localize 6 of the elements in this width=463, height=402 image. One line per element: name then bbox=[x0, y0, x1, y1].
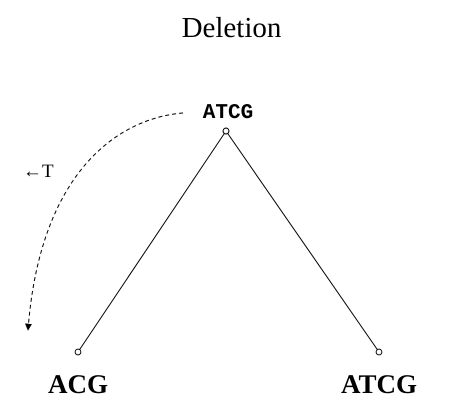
sequence-label: ATCG bbox=[340, 370, 417, 398]
dashed-arrow bbox=[25, 112, 184, 331]
sequence-label: ATCG bbox=[202, 102, 254, 124]
connector-line bbox=[222, 128, 382, 356]
diagram-title: Deletion bbox=[182, 14, 282, 43]
sequence-label: ACG bbox=[48, 370, 108, 398]
